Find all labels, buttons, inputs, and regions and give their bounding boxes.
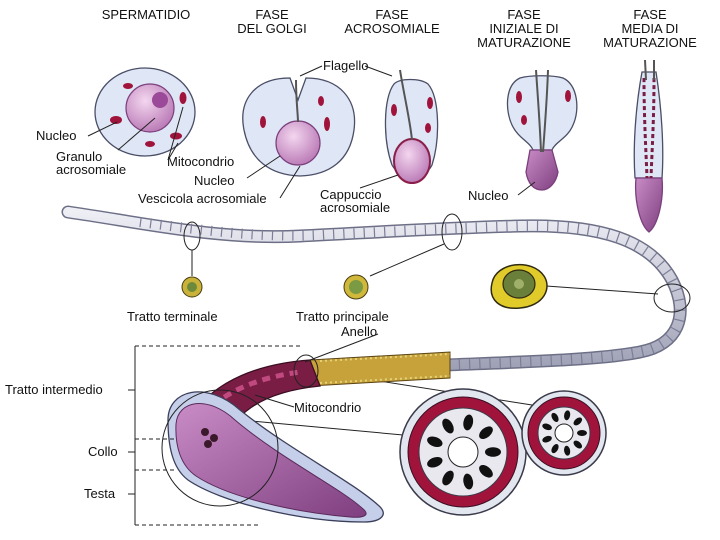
label-mitocondrio-midpiece: Mitocondrio [294, 400, 362, 415]
outer-dense-fiber [463, 414, 474, 431]
outer-dense-fiber [479, 464, 493, 478]
label-granulo-line2: acrosomiale [56, 162, 127, 177]
label-cappuccio-line2: acrosomiale [320, 200, 391, 215]
principal-tract-section [343, 274, 369, 300]
sperm-head [167, 391, 384, 523]
principal-tract-outer-section [490, 263, 548, 309]
header-acrosomal-phase: FASE ACROSOMIALE [334, 8, 450, 36]
ring-marker [293, 354, 319, 388]
terminal-tract-section [181, 276, 203, 298]
label-anello: Anello [341, 324, 378, 339]
header-line: MEDIA DI [621, 21, 679, 36]
outer-dense-fiber [427, 436, 443, 448]
label-flagello: Flagello [323, 58, 369, 73]
initial-maturation-cell [506, 69, 578, 191]
outer-dense-fiber [551, 412, 559, 422]
outer-dense-fiber [551, 444, 559, 454]
header-middle-maturation: FASE MEDIA DI MATURAZIONE [590, 8, 710, 50]
label-vescicola: Vescicola acrosomiale [138, 191, 267, 206]
outer-dense-fiber [573, 440, 583, 449]
sperm-flagellum [61, 205, 687, 376]
outer-dense-fiber [479, 426, 493, 440]
header-line: MATURAZIONE [603, 35, 697, 50]
principal-tract-marker [441, 213, 463, 251]
outer-dense-fiber [564, 445, 571, 456]
header-line: DEL GOLGI [237, 21, 307, 36]
outer-dense-fiber [542, 435, 552, 443]
neck-marker [161, 389, 279, 507]
header-line: FASE [255, 7, 289, 22]
label-nucleo-golgi: Nucleo [194, 173, 235, 188]
header-line: FASE [375, 7, 409, 22]
label-cappuccio-line1: Cappuccio [320, 187, 382, 202]
header-line: INIZIALE DI [489, 21, 559, 36]
midpiece-section-small [521, 390, 607, 476]
header-line: ACROSOMIALE [344, 21, 440, 36]
label-granulo-line1: Granulo [56, 149, 103, 164]
outer-dense-fiber [442, 418, 454, 434]
outer-dense-fiber [564, 410, 571, 421]
outer-dense-fiber [485, 447, 501, 457]
principal-outer-marker [653, 283, 691, 313]
header-initial-maturation: FASE INIZIALE DI MATURAZIONE [464, 8, 584, 50]
left-bracket-verticals [128, 346, 136, 525]
header-spermatid-line: SPERMATIDIO [101, 7, 191, 22]
outer-dense-fiber [542, 423, 552, 431]
label-tratto-terminale: Tratto terminale [127, 309, 218, 324]
label-nucleo-spermatid: Nucleo [36, 128, 77, 143]
middle-maturation-cell [633, 59, 664, 233]
header-line: FASE [633, 7, 667, 22]
outer-dense-fiber [463, 473, 474, 490]
header-golgi-phase: FASE DEL GOLGI [214, 8, 330, 36]
label-mitocondrio-spermatid: Mitocondrio [167, 154, 235, 169]
header-line: FASE [507, 7, 541, 22]
label-testa: Testa [84, 486, 116, 501]
outer-dense-fiber [442, 470, 454, 486]
label-collo: Collo [88, 444, 118, 459]
outer-dense-fiber [573, 417, 583, 426]
header-spermatid: SPERMATIDIO [88, 8, 204, 22]
outer-dense-fiber [577, 430, 587, 436]
outer-dense-fiber [427, 456, 443, 468]
acrosomal-phase-cell [384, 69, 439, 184]
spermatid-cell [94, 67, 196, 157]
header-line: MATURAZIONE [477, 35, 571, 50]
label-tratto-principale: Tratto principale [296, 309, 389, 324]
label-nucleo-maturation: Nucleo [468, 188, 509, 203]
golgi-phase-cell [242, 77, 356, 177]
label-tratto-intermedio: Tratto intermedio [5, 382, 103, 397]
